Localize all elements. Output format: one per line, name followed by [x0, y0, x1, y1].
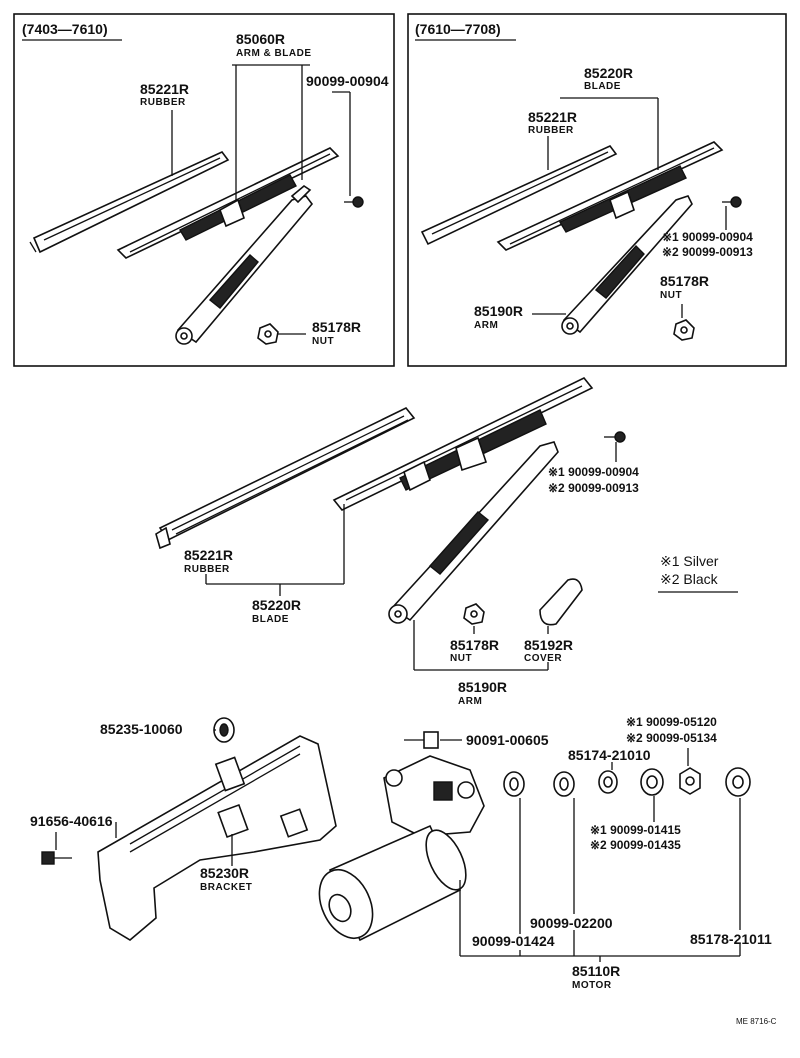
grommet-pn: 85235-10060	[100, 721, 183, 737]
box-right-blade-name: BLADE	[584, 81, 621, 92]
washer-1: ※1 90099-01415	[590, 823, 681, 837]
box-right-rubber-name: RUBBER	[528, 125, 574, 136]
washer-01415-part	[640, 768, 664, 796]
motor-name: MOTOR	[572, 980, 612, 991]
motor-linkage-part	[383, 755, 485, 837]
top-bolt-pn: 90091-00605	[466, 732, 549, 748]
grommet-21011-part	[725, 767, 751, 797]
main-blade-part	[332, 377, 594, 511]
box-left-nut-pn: 85178R	[312, 319, 361, 335]
main-arm-pn: 85190R	[458, 679, 507, 695]
box-left-range: (7403—7610)	[22, 21, 108, 37]
main-bolt1: ※1 90099-00904	[548, 465, 639, 479]
motor-body-part	[318, 824, 467, 942]
main-nut-part	[463, 603, 485, 625]
left-bolt-part	[41, 851, 72, 865]
main-cover-pn: 85192R	[524, 637, 573, 653]
box-left-rubber-name: RUBBER	[140, 97, 186, 108]
part-02200-pn: 90099-02200	[530, 915, 613, 931]
box-right-nut-name: NUT	[660, 290, 682, 301]
box-left-rubber-part	[29, 151, 230, 254]
main-cover-name: COVER	[524, 653, 562, 664]
main-blade-name: BLADE	[252, 614, 289, 625]
box-left-nut-part	[257, 323, 279, 345]
legend-black: ※2 Black	[660, 571, 719, 587]
footer-code: ME 8716-C	[736, 1017, 777, 1026]
bracket-part	[97, 735, 337, 941]
box-right-arm-part	[561, 195, 693, 335]
box-right-rubber-part	[420, 145, 618, 246]
box-right-frame	[407, 13, 787, 367]
box-left-rubber-pn: 85221R	[140, 81, 189, 97]
box-right-blade-pn: 85220R	[584, 65, 633, 81]
box-right: (7610—7708)	[407, 13, 787, 367]
main-rubber-name: RUBBER	[184, 564, 230, 575]
part-85174-pn: 85174-21010	[568, 747, 651, 763]
main-bolt2: ※2 90099-00913	[548, 481, 639, 495]
box-right-range: (7610—7708)	[415, 21, 501, 37]
box-left-nut-name: NUT	[312, 336, 334, 347]
box-left: (7403—7610)	[13, 13, 395, 367]
part-01424-pn: 90099-01424	[472, 933, 555, 949]
main-arm-part	[388, 441, 559, 624]
washer-2: ※2 90099-01435	[590, 838, 681, 852]
box-left-arm-blade-name: ARM & BLADE	[236, 48, 312, 59]
box-left-blade-part	[116, 147, 340, 259]
box-right-rubber-pn: 85221R	[528, 109, 577, 125]
legend-silver: ※1 Silver	[660, 553, 719, 569]
nut-top-2: ※2 90099-05134	[626, 731, 717, 745]
nut-05120-part	[679, 767, 701, 795]
part-21011-pn: 85178-21011	[690, 931, 772, 947]
box-left-arm-blade-pn: 85060R	[236, 31, 285, 47]
main-cover-part	[539, 578, 583, 626]
box-left-bolt-part	[344, 196, 364, 208]
part-85174-part	[598, 770, 618, 794]
box-right-bolt1: ※1 90099-00904	[662, 230, 753, 244]
main-rubber-part	[155, 407, 416, 550]
main-arm-name: ARM	[458, 696, 482, 707]
bracket-name: BRACKET	[200, 882, 252, 893]
motor-pn: 85110R	[572, 963, 620, 979]
washer-02200-part	[553, 771, 575, 797]
box-right-bolt2: ※2 90099-00913	[662, 245, 753, 259]
nut-top-1: ※1 90099-05120	[626, 715, 717, 729]
motor-group: 85235-10060 91656-40616 85230R BRACKET 9…	[30, 715, 772, 991]
bracket-pn: 85230R	[200, 865, 249, 881]
washer-01424-part	[503, 771, 525, 797]
box-left-bolt-pn: 90099-00904	[306, 73, 389, 89]
main-rubber-pn: 85221R	[184, 547, 233, 563]
box-right-arm-name: ARM	[474, 320, 498, 331]
main-wiper-group: 85221R RUBBER 85220R BLADE ※1 90099-0090…	[155, 377, 639, 707]
box-right-nut-part	[673, 319, 695, 341]
box-right-nut-pn: 85178R	[660, 273, 709, 289]
main-nut-name: NUT	[450, 653, 472, 664]
main-bolt-part	[604, 431, 626, 443]
top-bolt-part	[404, 731, 439, 749]
main-nut-pn: 85178R	[450, 637, 499, 653]
box-left-arm-part	[175, 185, 314, 345]
box-right-blade-part	[496, 141, 724, 251]
box-left-frame	[13, 13, 395, 367]
grommet-part	[213, 717, 235, 743]
box-right-arm-pn: 85190R	[474, 303, 523, 319]
box-right-bolt-part	[722, 196, 742, 208]
legend: ※1 Silver ※2 Black	[658, 553, 738, 593]
main-blade-pn: 85220R	[252, 597, 301, 613]
left-bolt-pn: 91656-40616	[30, 813, 113, 829]
